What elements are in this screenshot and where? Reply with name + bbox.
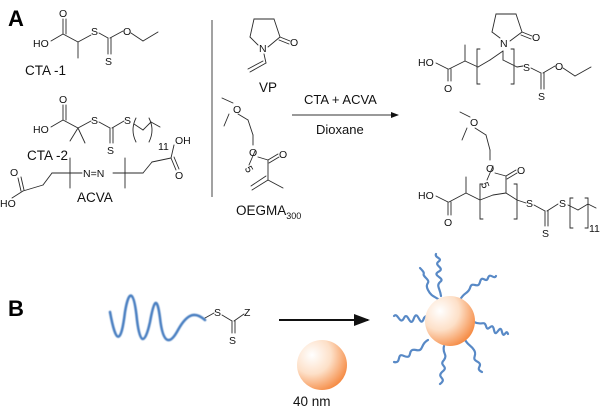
svg-text:O: O	[233, 104, 241, 116]
reaction-conditions-solvent: Dioxane	[316, 122, 364, 137]
svg-text:S: S	[229, 335, 236, 347]
pvp-product-structure: O N HO O S S O	[418, 13, 592, 103]
svg-text:OH: OH	[175, 135, 191, 147]
svg-text:HO: HO	[418, 190, 434, 202]
poegma-end-repeat: 11	[589, 223, 600, 235]
decorated-nanoparticle	[392, 252, 510, 386]
svg-text:O: O	[444, 83, 452, 95]
poegma-side-repeat: 5	[478, 181, 491, 191]
svg-text:N=N: N=N	[83, 168, 104, 180]
polymer-arm	[418, 266, 444, 304]
cta1-structure: HO O S S O	[33, 8, 159, 68]
svg-text:HO: HO	[0, 198, 16, 210]
svg-text:HO: HO	[33, 124, 49, 136]
vp-structure: O N	[247, 18, 298, 73]
polymer-arm	[434, 252, 443, 298]
svg-text:S: S	[526, 198, 533, 210]
acva-structure: O HO N=N OH O	[0, 135, 191, 210]
cta2-structure: HO O S S S 11	[33, 94, 169, 157]
oegma-structure: O O O 5	[221, 97, 287, 191]
oegma-repeat: 5	[242, 164, 255, 175]
svg-text:O: O	[517, 165, 525, 177]
svg-text:11: 11	[158, 141, 169, 153]
svg-text:O: O	[123, 26, 131, 38]
svg-text:O: O	[470, 117, 478, 129]
svg-text:N: N	[500, 38, 508, 50]
svg-text:O: O	[10, 167, 18, 179]
polymer-chain-cta: S S Z	[108, 294, 251, 347]
polymer-arm	[462, 336, 484, 374]
svg-text:S: S	[124, 115, 131, 127]
panel-label-a: A	[8, 6, 24, 31]
polymer-arm	[472, 320, 510, 336]
svg-text:S: S	[559, 198, 566, 210]
atom-label: HO	[33, 38, 49, 50]
svg-text:S: S	[105, 56, 112, 68]
svg-text:O: O	[175, 170, 183, 182]
svg-text:S: S	[542, 228, 549, 240]
svg-text:O: O	[279, 149, 287, 161]
svg-text:O: O	[59, 8, 67, 20]
panel-label-b: B	[8, 296, 24, 321]
vp-label: VP	[259, 80, 277, 95]
svg-text:O: O	[290, 37, 298, 49]
svg-text:O: O	[486, 163, 494, 175]
poegma-product-structure: O O O 5 HO O S S S	[418, 111, 600, 240]
svg-text:S: S	[91, 115, 98, 127]
acva-label: ACVA	[77, 190, 113, 205]
cta1-label: CTA -1	[25, 63, 66, 78]
nanoparticle-size-label: 40 nm	[293, 394, 331, 409]
svg-text:S: S	[523, 62, 530, 74]
svg-text:HO: HO	[418, 57, 434, 69]
polymer-arm	[458, 274, 498, 302]
svg-text:Z: Z	[244, 307, 251, 319]
oegma-label: OEGMA300	[236, 203, 301, 221]
svg-text:S: S	[538, 91, 545, 103]
svg-text:O: O	[249, 147, 257, 159]
polymer-arm	[438, 344, 447, 386]
cta2-label: CTA -2	[27, 148, 68, 163]
reaction-conditions-reagents: CTA + ACVA	[304, 92, 377, 107]
polymer-arm	[392, 338, 430, 364]
svg-text:S: S	[107, 145, 114, 157]
svg-text:O: O	[444, 217, 452, 229]
core-nanoparticle	[425, 296, 475, 346]
svg-text:N: N	[259, 43, 267, 55]
svg-text:O: O	[532, 32, 540, 44]
svg-text:O: O	[555, 61, 563, 73]
bare-nanoparticle	[297, 340, 347, 390]
svg-text:S: S	[91, 26, 98, 38]
svg-text:S: S	[214, 307, 221, 319]
svg-text:O: O	[59, 94, 67, 106]
